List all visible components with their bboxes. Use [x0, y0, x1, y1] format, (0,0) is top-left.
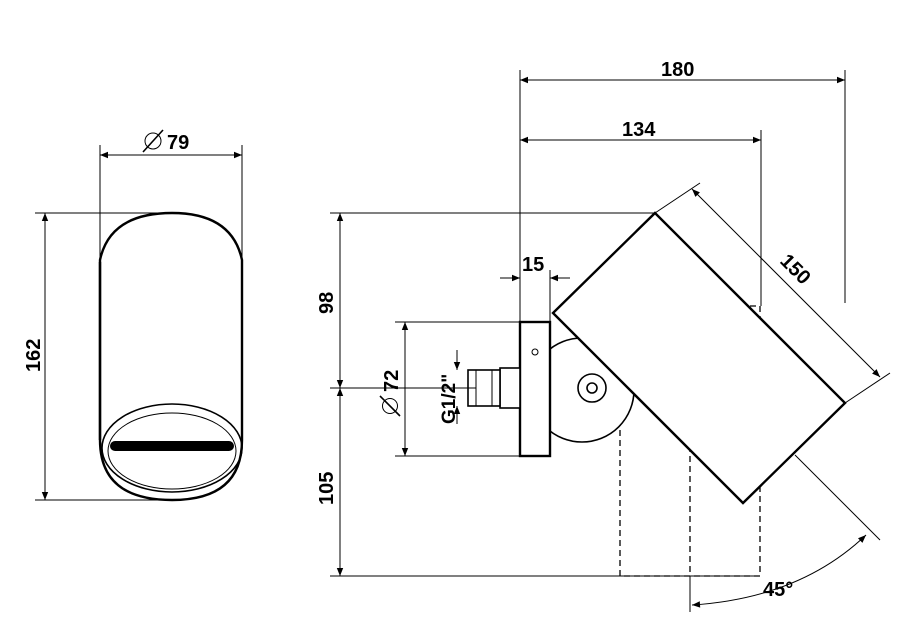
dim-plate-diameter: 72	[381, 370, 403, 392]
front-slot	[110, 441, 234, 451]
ext-line	[844, 372, 891, 404]
side-view: 180 134 15 150 98 105 72	[316, 59, 891, 612]
dim-body-depth: 134	[622, 119, 656, 141]
dim-front-diameter: 79	[167, 132, 189, 154]
ext-line	[794, 454, 881, 541]
ext-line	[654, 182, 701, 214]
plate-screw	[531, 348, 539, 356]
pivot-inner	[586, 382, 598, 394]
dim-thread: G1/2"	[439, 374, 460, 424]
connector-body	[499, 367, 521, 409]
dim-line-head-length	[691, 188, 881, 378]
diameter-symbol-icon	[142, 129, 164, 153]
dim-upper-height: 98	[316, 292, 338, 314]
dim-angle: 45°	[763, 579, 793, 601]
dim-lower-height: 105	[316, 472, 338, 505]
dim-front-height: 162	[23, 339, 45, 372]
dim-plate-depth: 15	[522, 254, 544, 276]
rotated-head	[551, 211, 847, 505]
diameter-symbol-icon	[379, 395, 401, 417]
front-body-outline	[98, 211, 244, 502]
front-view: 79 162	[23, 129, 244, 502]
wall-plate	[518, 320, 552, 458]
dim-arc-angle	[691, 534, 867, 608]
front-bottom-inner-ellipse	[107, 412, 237, 490]
dim-total-depth: 180	[661, 59, 694, 81]
dim-head-length: 150	[775, 250, 814, 289]
front-bottom-ellipse	[101, 403, 243, 493]
